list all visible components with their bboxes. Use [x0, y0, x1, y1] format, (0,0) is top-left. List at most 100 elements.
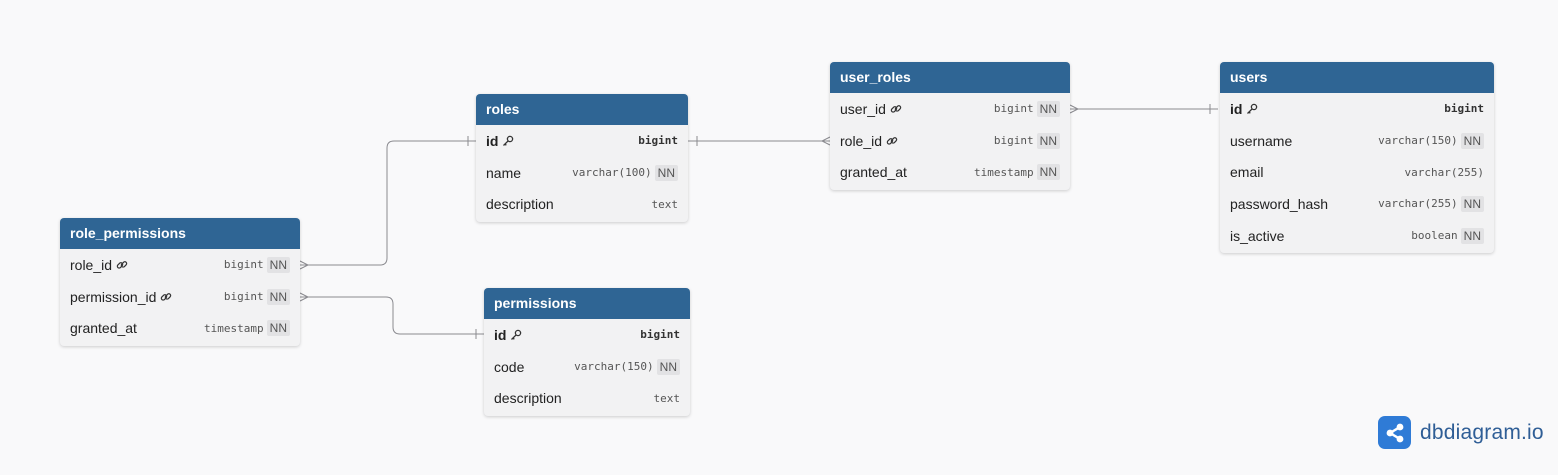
- field-type: bigint: [993, 134, 1034, 148]
- field-name: username: [1230, 133, 1292, 149]
- field-name-text: name: [486, 164, 522, 181]
- field-type: timestamp: [204, 321, 264, 335]
- field-row-password-hash[interactable]: password_hash varchar(255)NN: [1220, 188, 1494, 220]
- field-name: name: [486, 165, 521, 181]
- link-icon: [160, 291, 172, 303]
- field-type: bigint: [640, 328, 680, 342]
- field-name: granted_at: [840, 164, 907, 180]
- field-type: varchar(100): [572, 166, 652, 180]
- edge-role-permissions-roles: [300, 140, 476, 266]
- field-name: granted_at: [70, 320, 137, 336]
- table-header[interactable]: roles: [476, 94, 688, 125]
- table-header[interactable]: user_roles: [830, 62, 1070, 93]
- not-null-badge: NN: [266, 320, 290, 337]
- field-type: boolean: [1411, 229, 1458, 243]
- edge-role-permissions-permissions: [300, 296, 484, 335]
- field-type: timestamp: [974, 165, 1034, 179]
- not-null-badge: NN: [1036, 100, 1060, 117]
- field-name-text: granted_at: [70, 320, 137, 337]
- field-name: permission_id: [70, 289, 172, 305]
- field-row-id[interactable]: id bigint: [484, 319, 690, 351]
- key-icon: [510, 329, 522, 341]
- crowfoot-user-roles-user-id: [1069, 104, 1080, 114]
- not-null-badge: NN: [1036, 132, 1060, 149]
- field-name-text: code: [494, 358, 525, 375]
- field-name-text: granted_at: [840, 164, 907, 181]
- field-name-text: description: [494, 390, 562, 407]
- not-null-badge: NN: [1460, 132, 1484, 149]
- field-type: bigint: [223, 258, 264, 272]
- table-header[interactable]: users: [1220, 62, 1494, 93]
- field-name: password_hash: [1230, 196, 1328, 212]
- field-type: varchar(255): [1378, 197, 1458, 211]
- field-name: description: [486, 196, 554, 212]
- table-roles[interactable]: roles id bigint name varchar(100)NN descript…: [476, 94, 688, 223]
- field-type: bigint: [638, 134, 678, 148]
- field-row-username[interactable]: username varchar(150)NN: [1220, 125, 1494, 157]
- not-null-badge: NN: [1460, 195, 1484, 212]
- not-null-badge: NN: [1460, 227, 1484, 244]
- crowfoot-role-permissions-role-id: [299, 260, 310, 270]
- link-icon: [890, 103, 902, 115]
- field-name-text: username: [1230, 132, 1293, 149]
- link-icon: [116, 259, 128, 271]
- not-null-badge: NN: [266, 288, 290, 305]
- field-name-text: role_id: [840, 132, 883, 149]
- field-name-text: id: [494, 326, 507, 343]
- field-type: varchar(150): [1378, 134, 1458, 148]
- crowfoot-user-roles-role-id: [820, 136, 831, 146]
- field-name: id: [494, 327, 522, 343]
- field-row-name[interactable]: name varchar(100)NN: [476, 157, 688, 189]
- field-name-text: password_hash: [1230, 195, 1329, 212]
- key-icon: [502, 135, 514, 147]
- field-type: bigint: [1444, 102, 1484, 116]
- field-type: varchar(255): [1404, 165, 1484, 179]
- field-name: user_id: [840, 101, 902, 117]
- field-name: id: [1230, 101, 1258, 117]
- field-name: role_id: [70, 257, 128, 273]
- field-name: role_id: [840, 133, 898, 149]
- field-type: text: [653, 391, 681, 405]
- field-row-id[interactable]: id bigint: [476, 125, 688, 157]
- dbdiagram-logo[interactable]: dbdiagram.io: [1378, 416, 1544, 449]
- link-icon: [886, 135, 898, 147]
- field-row-description[interactable]: description text: [484, 382, 690, 414]
- field-name-text: email: [1230, 164, 1264, 181]
- field-name-text: is_active: [1230, 227, 1285, 244]
- field-name: code: [494, 359, 524, 375]
- field-name: is_active: [1230, 228, 1284, 244]
- key-icon: [1246, 103, 1258, 115]
- field-row-id[interactable]: id bigint: [1220, 93, 1494, 125]
- not-null-badge: NN: [1036, 164, 1060, 181]
- table-header[interactable]: permissions: [484, 288, 690, 319]
- field-name: description: [494, 390, 562, 406]
- share-icon: [1378, 416, 1411, 449]
- not-null-badge: NN: [266, 256, 290, 273]
- field-name-text: user_id: [840, 100, 886, 117]
- field-type: bigint: [223, 290, 264, 304]
- field-name-text: id: [1230, 100, 1243, 117]
- not-null-badge: NN: [656, 358, 680, 375]
- field-row-email[interactable]: email varchar(255): [1220, 156, 1494, 188]
- logo-text: dbdiagram.io: [1420, 420, 1544, 444]
- not-null-badge: NN: [654, 164, 678, 181]
- field-name-text: permission_id: [70, 288, 157, 305]
- field-type: bigint: [993, 102, 1034, 116]
- field-name: id: [486, 133, 514, 149]
- field-name: email: [1230, 164, 1263, 180]
- field-name-text: role_id: [70, 256, 113, 273]
- table-header[interactable]: role_permissions: [60, 218, 300, 249]
